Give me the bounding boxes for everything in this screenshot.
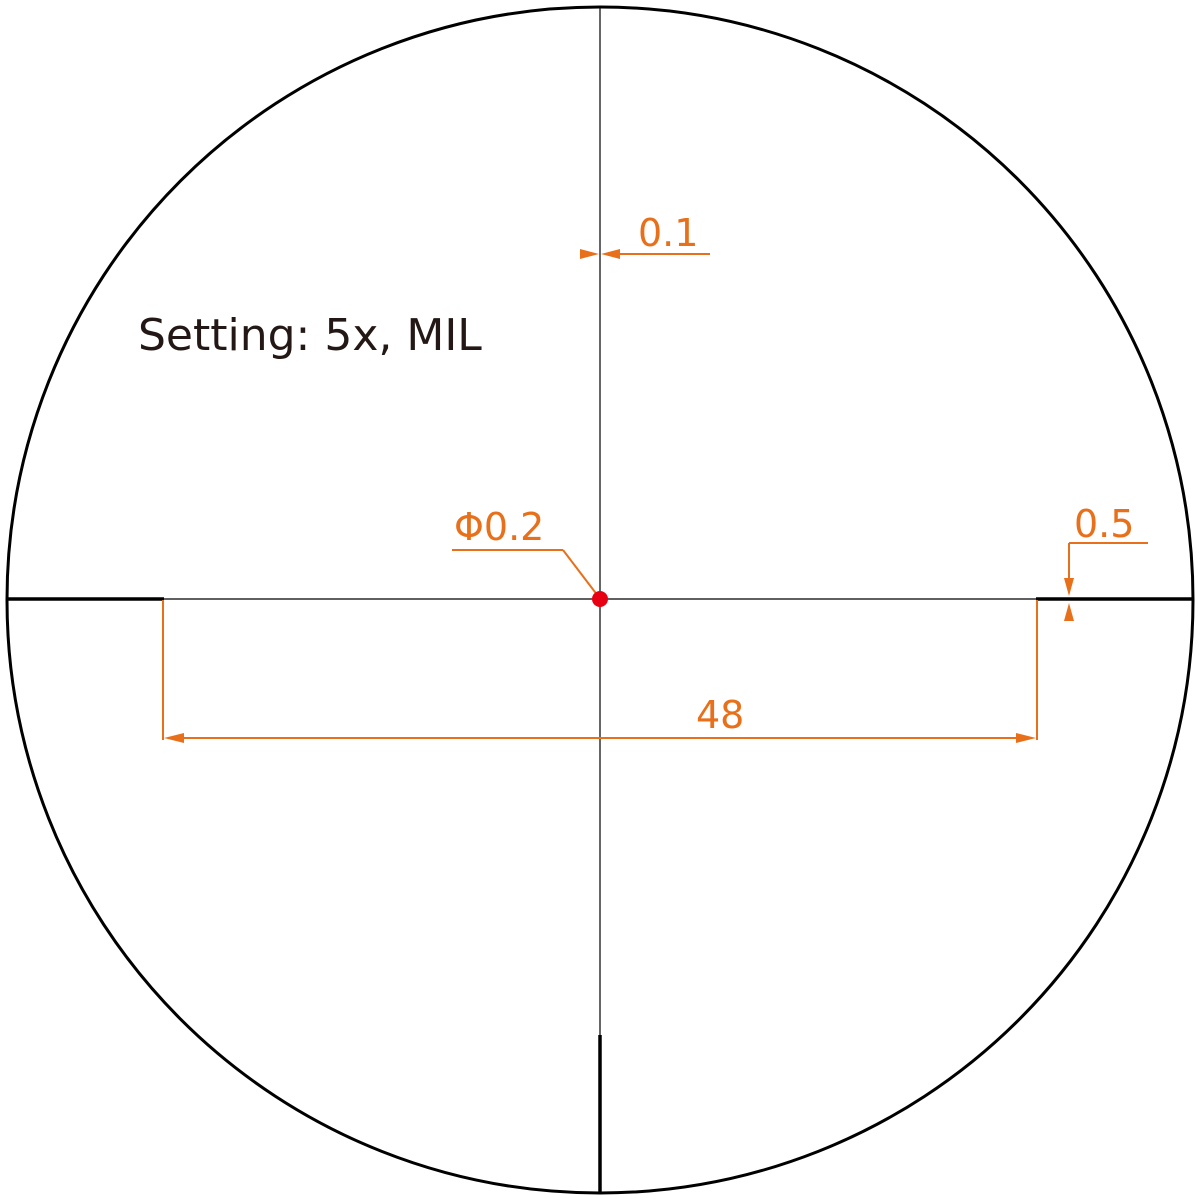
line-width-label: 0.1 [638,211,698,255]
line-width-arrow-left [580,249,599,259]
center-dot [592,591,608,607]
span-arrow-right [1016,733,1036,743]
span-label: 48 [696,693,744,737]
thick-bar-label: 0.5 [1074,502,1134,546]
span-arrow-left [164,733,184,743]
thick-bar-arrow-up [1064,603,1074,621]
line-width-arrow-right [601,249,620,259]
thick-bar-arrow-down [1064,578,1074,596]
setting-label: Setting: 5x, MIL [138,310,482,361]
center-dot-label: Φ0.2 [454,505,544,549]
center-dot-leader-d [562,549,599,597]
